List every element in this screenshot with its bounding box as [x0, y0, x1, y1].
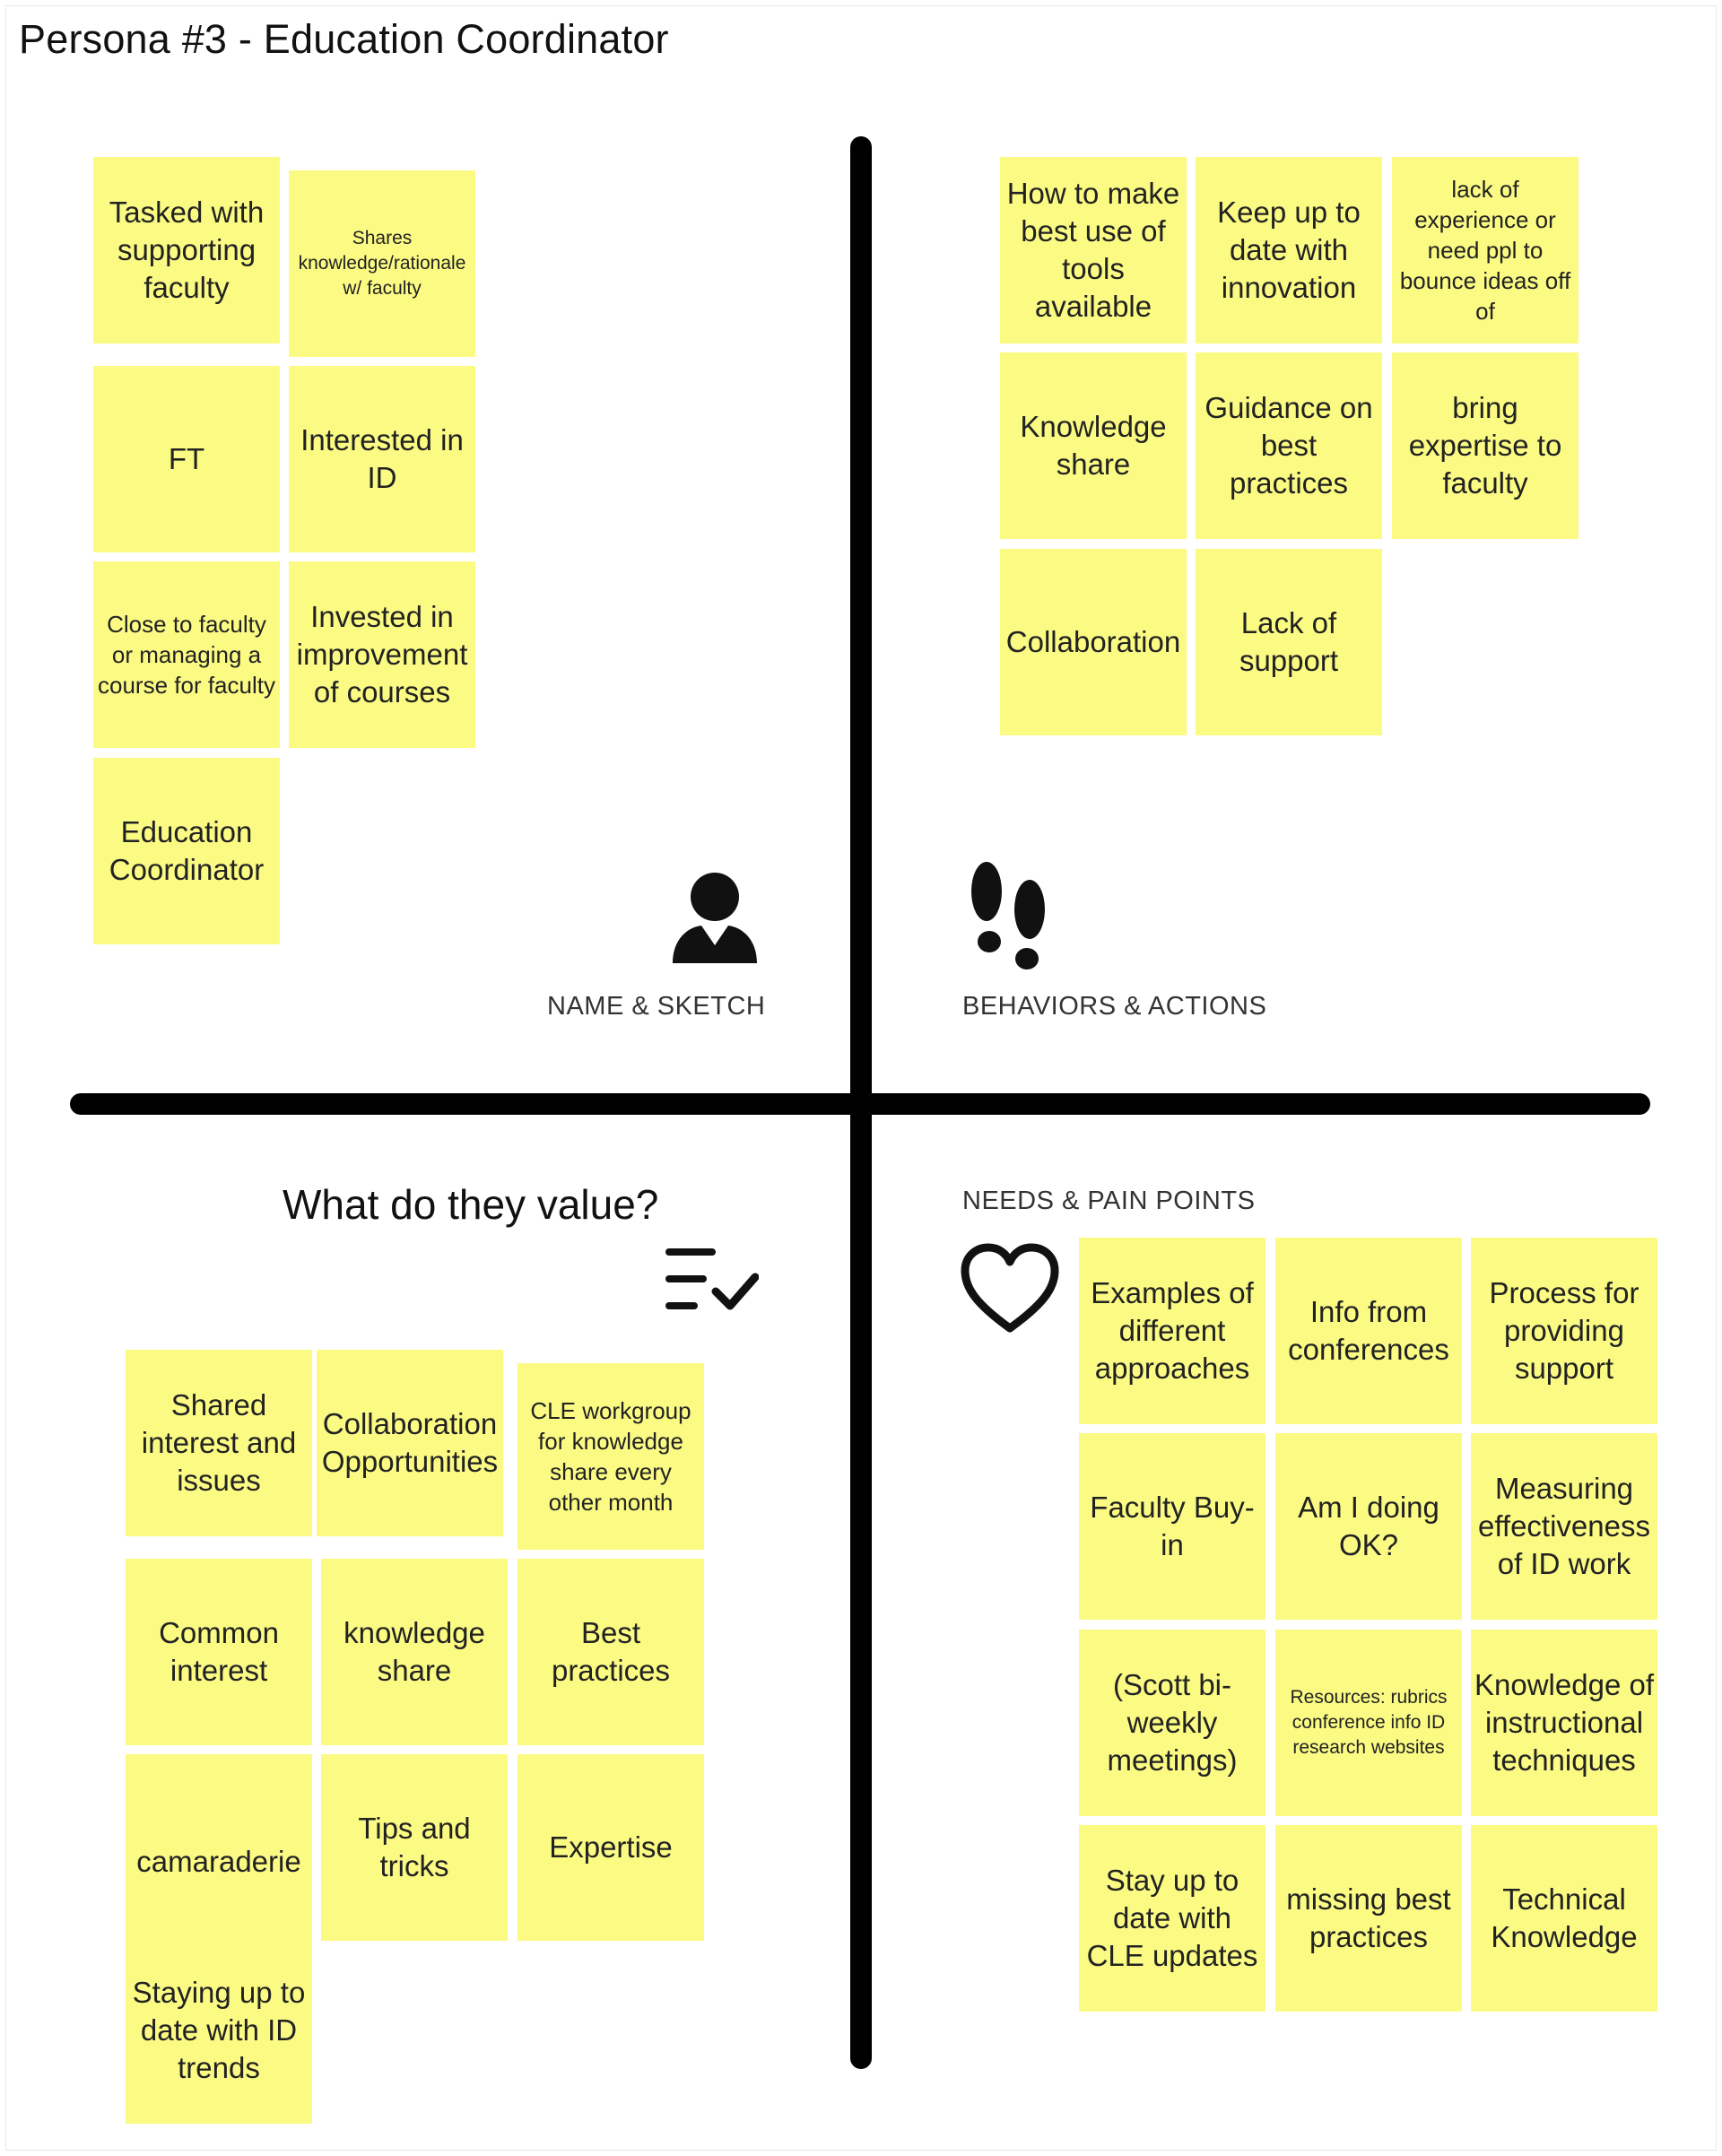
sticky-note[interactable]: Stay up to date with CLE updates	[1079, 1825, 1265, 2012]
sticky-note[interactable]: camaraderie	[126, 1754, 312, 1969]
sticky-note[interactable]: Measuring effectiveness of ID work	[1471, 1433, 1657, 1620]
sticky-note[interactable]: Education Coordinator	[93, 758, 280, 944]
page-title: Persona #3 - Education Coordinator	[19, 16, 669, 62]
sticky-note[interactable]: knowledge share	[321, 1559, 508, 1745]
sticky-note[interactable]: Guidance on best practices	[1196, 352, 1382, 539]
sticky-note[interactable]: Shared interest and issues	[126, 1350, 312, 1536]
sticky-note[interactable]: Technical Knowledge	[1471, 1825, 1657, 2012]
checklist-icon	[665, 1248, 759, 1310]
sticky-note[interactable]: (Scott bi-weekly meetings)	[1079, 1630, 1265, 1816]
sticky-note[interactable]: Knowledge of instructional techniques	[1471, 1630, 1657, 1816]
sticky-note[interactable]: Collaboration Opportunities	[317, 1350, 503, 1536]
footprints-icon	[971, 862, 1045, 969]
quadrant-label-behaviors-actions: BEHAVIORS & ACTIONS	[962, 992, 1267, 1021]
sticky-note[interactable]: FT	[93, 366, 280, 552]
sticky-note[interactable]: Tasked with supporting faculty	[93, 157, 280, 343]
sticky-note[interactable]: Info from conferences	[1275, 1238, 1462, 1424]
sticky-note[interactable]: Lack of support	[1196, 549, 1382, 735]
sticky-note[interactable]: Resources: rubrics conference info ID re…	[1275, 1630, 1462, 1816]
heart-icon	[961, 1243, 1059, 1333]
sticky-note[interactable]: Tips and tricks	[321, 1754, 508, 1941]
sticky-note[interactable]: Shares knowledge/rationale w/ faculty	[289, 170, 475, 357]
sticky-note[interactable]: lack of experience or need ppl to bounce…	[1392, 157, 1578, 343]
quadrant-label-needs-pain-points: NEEDS & PAIN POINTS	[962, 1187, 1256, 1215]
sticky-note[interactable]: Invested in improvement of courses	[289, 561, 475, 748]
sticky-note[interactable]: Collaboration	[1000, 549, 1187, 735]
sticky-note[interactable]: Am I doing OK?	[1275, 1433, 1462, 1620]
sticky-note[interactable]: CLE workgroup for knowledge share every …	[517, 1363, 704, 1550]
sticky-note[interactable]: How to make best use of tools available	[1000, 157, 1187, 343]
sticky-note[interactable]: Keep up to date with innovation	[1196, 157, 1382, 343]
sticky-note[interactable]: Expertise	[517, 1754, 704, 1941]
values-heading: What do they value?	[283, 1181, 659, 1228]
sticky-note[interactable]: Interested in ID	[289, 366, 475, 552]
sticky-note[interactable]: Close to faculty or managing a course fo…	[93, 561, 280, 748]
sticky-note[interactable]: Knowledge share	[1000, 352, 1187, 539]
quadrant-label-name-sketch: NAME & SKETCH	[547, 992, 766, 1021]
sticky-note[interactable]: Faculty Buy-in	[1079, 1433, 1265, 1620]
sticky-note[interactable]: Best practices	[517, 1559, 704, 1745]
sticky-note[interactable]: missing best practices	[1275, 1825, 1462, 2012]
person-icon	[673, 873, 757, 963]
sticky-note[interactable]: bring expertise to faculty	[1392, 352, 1578, 539]
sticky-note[interactable]: Common interest	[126, 1559, 312, 1745]
horizontal-axis	[70, 1093, 1650, 1115]
sticky-note[interactable]: Examples of different approaches	[1079, 1238, 1265, 1424]
sticky-note[interactable]: Process for providing support	[1471, 1238, 1657, 1424]
sticky-note[interactable]: Staying up to date with ID trends	[126, 1937, 312, 2124]
